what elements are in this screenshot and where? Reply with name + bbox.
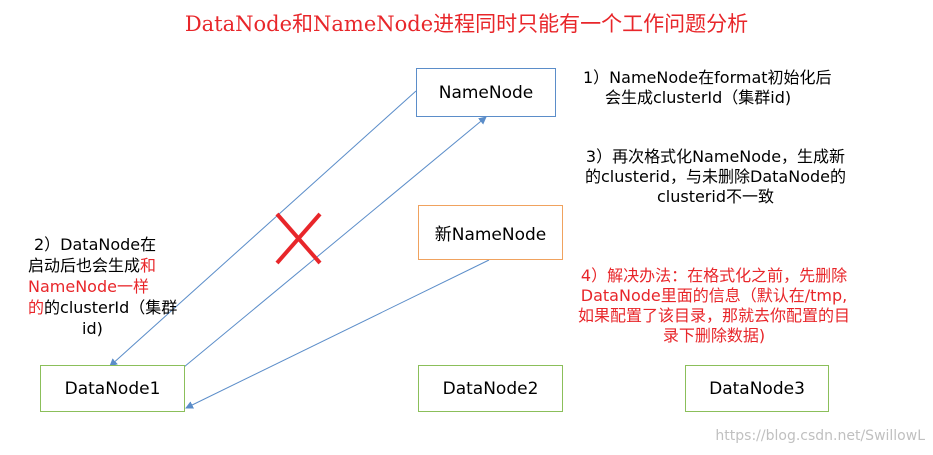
note-4-line: 4）解决办法：在格式化之前，先删除 — [580, 266, 848, 285]
new-namenode-box: 新NameNode — [418, 205, 563, 260]
note-1: 1）NameNode在format初始化后 会生成clusterId（集群id) — [583, 68, 832, 108]
watermark: https://blog.csdn.net/SwillowL — [715, 428, 925, 444]
arrow-datanode1-to-namenode — [183, 116, 487, 368]
note-3-line: 3）再次格式化NameNode，生成新 — [585, 147, 846, 166]
note-2-line: 的的clusterId（集群 — [28, 298, 178, 317]
datanode1-box: DataNode1 — [40, 365, 185, 412]
datanode2-box: DataNode2 — [418, 365, 563, 412]
note-3-line: clusterid不一致 — [656, 187, 774, 206]
note-1-line: 会生成clusterId（集群id) — [605, 88, 792, 107]
note-2-line: 启动后也会生成和 — [28, 256, 157, 275]
note-4-line: 录下删除数据) — [662, 326, 766, 345]
note-2-line: NameNode一样 — [28, 277, 149, 296]
datanode2-label: DataNode2 — [442, 378, 539, 399]
note-2-line: id) — [82, 319, 103, 338]
note-4: 4）解决办法：在格式化之前，先删除 DataNode里面的信息（默认在/tmp,… — [578, 266, 850, 346]
note-4-line: DataNode里面的信息（默认在/tmp, — [580, 286, 848, 305]
cross-icon — [275, 212, 322, 265]
new-namenode-label: 新NameNode — [434, 225, 547, 245]
datanode3-label: DataNode3 — [709, 378, 805, 399]
namenode-label: NameNode — [438, 82, 534, 103]
note-4-line: 如果配置了该目录，那就去你配置的目 — [578, 306, 851, 325]
namenode-box: NameNode — [416, 68, 556, 117]
datanode3-box: DataNode3 — [685, 365, 829, 412]
note-1-line: 1）NameNode在format初始化后 — [583, 68, 832, 87]
note-2-line: 2）DataNode在 — [34, 235, 157, 254]
arrow-namenode-to-datanode1 — [109, 90, 417, 367]
note-2: 2）DataNode在 启动后也会生成和 NameNode一样 的的cluste… — [28, 234, 177, 339]
page-title: DataNode和NameNode进程同时只能有一个工作问题分析 — [184, 12, 749, 36]
datanode1-label: DataNode1 — [64, 378, 161, 399]
note-3: 3）再次格式化NameNode，生成新 的clusterid，与未删除DataN… — [585, 147, 846, 207]
arrow-new-namenode-to-datanode1 — [185, 259, 490, 409]
note-3-line: 的clusterid，与未删除DataNode的 — [585, 167, 846, 186]
